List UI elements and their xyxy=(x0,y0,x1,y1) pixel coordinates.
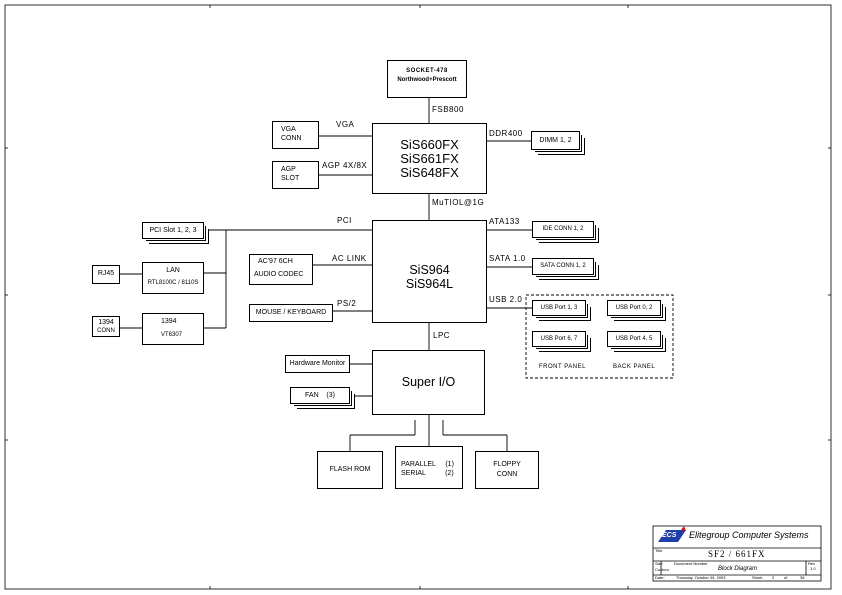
ide-conn-label: IDE CONN 1, 2 xyxy=(542,226,584,232)
rev-value: 1.0 xyxy=(810,566,816,571)
rj45-block: RJ45 xyxy=(92,265,120,284)
mutiol-label: MuTIOL@1G xyxy=(432,198,485,207)
ieee1394-block: 1394 VT6307 xyxy=(142,313,204,345)
hardware-monitor-block: Hardware Monitor xyxy=(285,355,350,373)
cpu-socket: SOCKET-478 Northwood+Prescott xyxy=(387,60,467,98)
ide-conn-block: IDE CONN 1, 2 xyxy=(532,221,594,238)
back-panel-label: BACK PANEL xyxy=(613,364,656,370)
usb-port-6-7-label: USB Port 6, 7 xyxy=(540,336,578,342)
flash-rom-label: FLASH ROM xyxy=(329,466,371,473)
conn1394-line1: 1394 xyxy=(98,319,114,326)
ps2-bus-label: PS/2 xyxy=(337,299,357,308)
lpc-bus-label: LPC xyxy=(433,331,451,340)
fan-block: FAN (3) xyxy=(290,387,350,404)
vga-bus-label: VGA xyxy=(336,120,355,129)
ac97-line1: AC'97 6CH xyxy=(258,258,293,265)
dimm-block: DIMM 1, 2 xyxy=(531,131,580,150)
sata-conn-block: SATA CONN 1, 2 xyxy=(532,258,594,275)
sheet-title: SF2 / 661FX xyxy=(708,549,766,559)
northbridge-line3: SiS648FX xyxy=(400,165,459,180)
flash-rom-block: FLASH ROM xyxy=(317,451,383,489)
pci-bus-label: PCI xyxy=(337,216,352,225)
usb-port-0-2-block: USB Port 0, 2 xyxy=(607,300,661,316)
parallel-label: PARALLEL (1) xyxy=(401,461,454,468)
usb-port-1-3-block: USB Port 1, 3 xyxy=(532,300,586,316)
usb-bus-label: USB 2.0 xyxy=(489,295,523,304)
ddr-bus-label: DDR400 xyxy=(489,129,523,138)
lan-line2: RTL8100C / 8110S xyxy=(147,280,199,286)
date-value: Thursday, October 09, 2003 xyxy=(676,575,726,580)
cpu-socket-label: SOCKET-478 xyxy=(406,68,448,74)
ata-bus-label: ATA133 xyxy=(489,217,520,226)
super-io-chip: Super I/O xyxy=(372,350,485,415)
mouse-keyboard-label: MOUSE / KEYBOARD xyxy=(255,309,327,316)
agp-slot-block: AGP SLOT xyxy=(272,161,319,189)
usb-port-4-5-block: USB Port 4, 5 xyxy=(607,331,661,347)
date-field-label: Date: xyxy=(655,575,665,580)
ecs-logo xyxy=(658,526,686,542)
ieee1394-line2: VT6307 xyxy=(161,332,183,338)
floppy-line1: FLOPPY xyxy=(493,461,521,468)
fan-label: FAN (3) xyxy=(305,392,335,399)
of-label: of xyxy=(784,575,788,580)
sata-bus-label: SATA 1.0 xyxy=(489,254,526,263)
size-value: Custom xyxy=(655,567,669,572)
southbridge-chip: SiS964 SiS964L xyxy=(372,220,487,323)
usb-port-6-7-block: USB Port 6, 7 xyxy=(532,331,586,347)
cpu-family-label: Northwood+Prescott xyxy=(397,77,457,83)
bus-lines xyxy=(120,98,532,451)
ecs-logo-text: ECS xyxy=(662,532,677,539)
floppy-line2: CONN xyxy=(496,471,518,478)
ac97-codec-block: AC'97 6CH AUDIO CODEC xyxy=(249,254,313,285)
northbridge-line2: SiS661FX xyxy=(400,151,459,166)
pci-slot-label: PCI Slot 1, 2, 3 xyxy=(149,227,197,234)
vga-conn-line2: CONN xyxy=(281,135,302,142)
sata-conn-label: SATA CONN 1, 2 xyxy=(540,263,586,269)
dimm-label: DIMM 1, 2 xyxy=(539,137,572,144)
northbridge-chip: SiS660FX SiS661FX SiS648FX xyxy=(372,123,487,194)
sheet-field-label: Sheet xyxy=(752,575,763,580)
usb-port-0-2-label: USB Port 0, 2 xyxy=(615,305,653,311)
sheet-count: 38 xyxy=(800,575,805,580)
lan-block: LAN RTL8100C / 8110S xyxy=(142,262,204,294)
sheet-number: 2 xyxy=(772,575,775,580)
hardware-monitor-label: Hardware Monitor xyxy=(289,360,346,367)
agp-bus-label: AGP 4X/8X xyxy=(322,161,368,170)
ieee1394-line1: 1394 xyxy=(161,318,177,325)
fsb-label: FSB800 xyxy=(432,105,464,114)
pci-slot-block: PCI Slot 1, 2, 3 xyxy=(142,222,204,239)
northbridge-line1: SiS660FX xyxy=(400,137,459,152)
conn1394-block: 1394 CONN xyxy=(92,316,120,337)
lan-line1: LAN xyxy=(166,267,180,274)
rj45-label: RJ45 xyxy=(97,270,115,277)
company-name: Elitegroup Computer Systems xyxy=(689,530,809,540)
conn1394-line2: CONN xyxy=(97,328,115,334)
super-io-label: Super I/O xyxy=(401,375,456,389)
agp-slot-line1: AGP xyxy=(281,166,296,173)
ac97-line2: AUDIO CODEC xyxy=(254,271,304,278)
drawing-frame xyxy=(4,4,832,590)
mouse-keyboard-block: MOUSE / KEYBOARD xyxy=(249,304,333,322)
vga-conn-line1: VGA xyxy=(281,126,296,133)
rev-field-label: Rev xyxy=(808,561,816,566)
serial-label: SERIAL (2) xyxy=(401,470,454,477)
usb-port-4-5-label: USB Port 4, 5 xyxy=(615,336,653,342)
front-panel-label: FRONT PANEL xyxy=(539,364,586,370)
title-field-label: Title xyxy=(655,548,663,553)
size-field-label: Size xyxy=(655,561,663,566)
document-field-label: Document Number xyxy=(674,561,708,566)
document-name: Block Diagram xyxy=(718,566,758,572)
southbridge-line2: SiS964L xyxy=(405,277,454,291)
agp-slot-line2: SLOT xyxy=(281,175,300,182)
southbridge-line1: SiS964 xyxy=(409,263,450,277)
vga-conn-block: VGA CONN xyxy=(272,121,319,149)
parallel-serial-block: PARALLEL (1) SERIAL (2) xyxy=(395,446,463,489)
floppy-conn-block: FLOPPY CONN xyxy=(475,451,539,489)
title-block-lines xyxy=(652,525,822,582)
aclink-bus-label: AC LINK xyxy=(332,254,367,263)
usb-port-1-3-label: USB Port 1, 3 xyxy=(540,305,578,311)
